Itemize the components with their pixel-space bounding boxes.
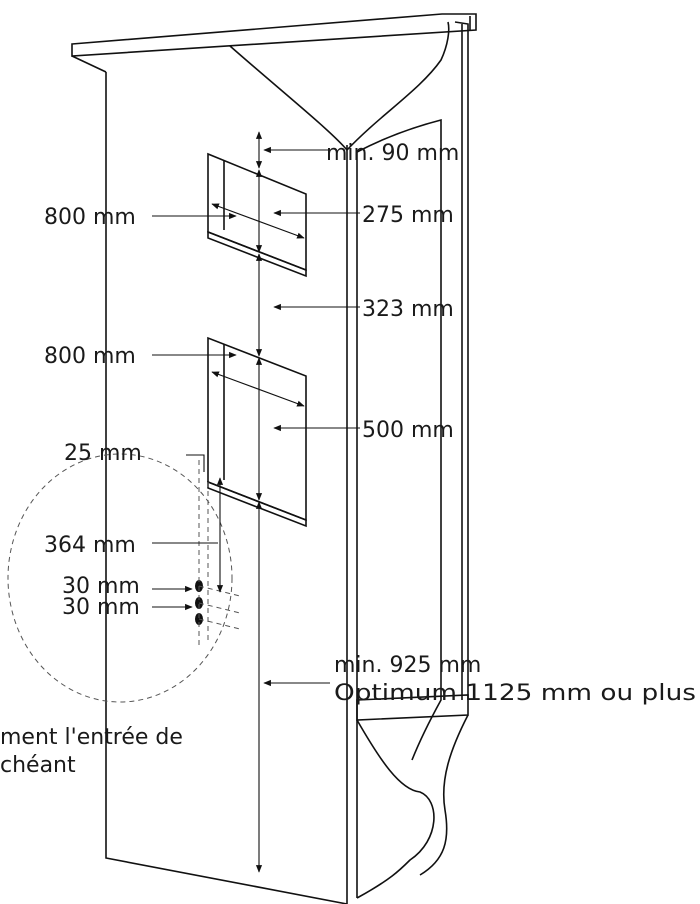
label-lower-height: 500 mm	[362, 418, 454, 443]
label-bottom-optimum: Optimum 1125 mm ou plus	[334, 681, 696, 706]
cable-entry-holes	[195, 460, 241, 645]
roof-ridge	[229, 45, 348, 151]
label-offset-364: 364 mm	[44, 533, 136, 558]
label-spacing-30-b: 30 mm	[62, 595, 140, 620]
dim-upper-width	[211, 203, 305, 239]
label-lower-width: 800 mm	[44, 344, 136, 369]
label-upper-width: 800 mm	[44, 205, 136, 230]
leader-lines	[152, 146, 360, 687]
detail-circle	[7, 453, 233, 703]
label-bottom-min: min. 925 mm	[334, 653, 481, 678]
label-note-line2: chéant	[0, 753, 76, 778]
upper-opening	[207, 152, 307, 278]
cabinet-body	[105, 21, 469, 904]
cabinet-right-edge	[454, 21, 469, 700]
cabinet-base-curve-right	[419, 714, 469, 876]
roof-lid	[71, 13, 477, 57]
lower-opening	[207, 336, 307, 528]
roof-right-curve	[346, 21, 450, 151]
label-note-line1: ment l'entrée de	[0, 725, 183, 750]
label-top-clearance: min. 90 mm	[326, 141, 459, 166]
cabinet-base-curve	[356, 719, 435, 899]
label-gap: 323 mm	[362, 297, 454, 322]
upper-opening-frame	[207, 152, 307, 272]
label-upper-height: 275 mm	[362, 203, 454, 228]
roof-left-edge	[71, 55, 107, 73]
cabinet-left-face	[105, 72, 348, 904]
cabinet-door	[356, 118, 442, 761]
upper-opening-sill	[207, 230, 307, 278]
label-spacing-30-a: 30 mm	[62, 574, 140, 599]
dim-lower-width	[211, 371, 305, 407]
label-offset-25: 25 mm	[64, 441, 142, 466]
lower-opening-frame	[207, 336, 307, 522]
vertical-dimensions	[216, 131, 263, 873]
lower-opening-sill	[207, 480, 307, 528]
cabinet-roof	[71, 13, 477, 151]
